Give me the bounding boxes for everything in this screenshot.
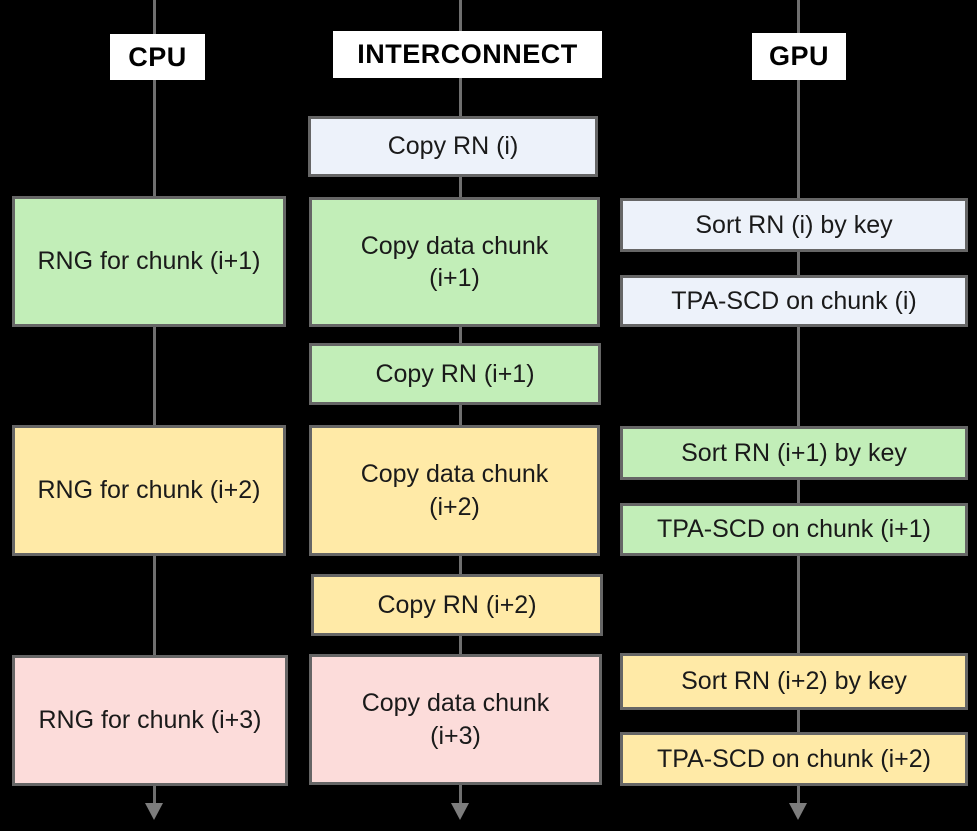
box-label: Copy RN (i+1): [375, 359, 535, 388]
box-rng-chunk-i2: RNG for chunk (i+2): [12, 425, 286, 556]
box-label: TPA-SCD on chunk (i): [671, 286, 917, 315]
box-label: RNG for chunk (i+2): [37, 476, 261, 505]
box-rng-chunk-i1: RNG for chunk (i+1): [12, 196, 286, 327]
box-copy-rn-i2: Copy RN (i+2): [311, 574, 603, 636]
box-label: RNG for chunk (i+3): [38, 706, 262, 735]
box-label: Copy RN (i+2): [377, 590, 537, 619]
box-copy-chunk-i3: Copy data chunk (i+3): [309, 654, 602, 785]
lane-header-gpu: GPU: [752, 33, 846, 80]
arrow-down-icon: [789, 803, 807, 820]
lane-header-interconnect: INTERCONNECT: [333, 31, 602, 78]
box-copy-rn-i1: Copy RN (i+1): [309, 343, 601, 405]
box-label: TPA-SCD on chunk (i+2): [657, 744, 931, 773]
arrow-down-icon: [451, 803, 469, 820]
box-label: Copy RN (i): [387, 132, 519, 161]
box-tpa-scd-i1: TPA-SCD on chunk (i+1): [620, 503, 968, 556]
box-sort-rn-i: Sort RN (i) by key: [620, 198, 968, 252]
box-label: Copy data chunk (i+2): [360, 460, 549, 521]
box-sort-rn-i2: Sort RN (i+2) by key: [620, 653, 968, 710]
box-rng-chunk-i3: RNG for chunk (i+3): [12, 655, 288, 786]
box-copy-chunk-i1: Copy data chunk (i+1): [309, 197, 600, 327]
lane-header-cpu: CPU: [110, 34, 205, 80]
box-label: Sort RN (i+1) by key: [681, 438, 907, 467]
box-copy-rn-i: Copy RN (i): [308, 116, 598, 177]
box-label: Copy data chunk (i+3): [361, 689, 550, 750]
arrow-down-icon: [145, 803, 163, 820]
cpu-timeline-line: [153, 0, 156, 804]
gpu-timeline-line: [797, 0, 800, 804]
box-label: RNG for chunk (i+1): [37, 247, 261, 276]
box-sort-rn-i1: Sort RN (i+1) by key: [620, 426, 968, 480]
box-tpa-scd-i: TPA-SCD on chunk (i): [620, 275, 968, 327]
box-label: Copy data chunk (i+1): [360, 231, 549, 293]
box-copy-chunk-i2: Copy data chunk (i+2): [309, 425, 600, 556]
box-label: TPA-SCD on chunk (i+1): [657, 515, 931, 544]
box-tpa-scd-i2: TPA-SCD on chunk (i+2): [620, 732, 968, 786]
box-label: Sort RN (i) by key: [695, 210, 893, 239]
box-label: Sort RN (i+2) by key: [681, 667, 907, 696]
